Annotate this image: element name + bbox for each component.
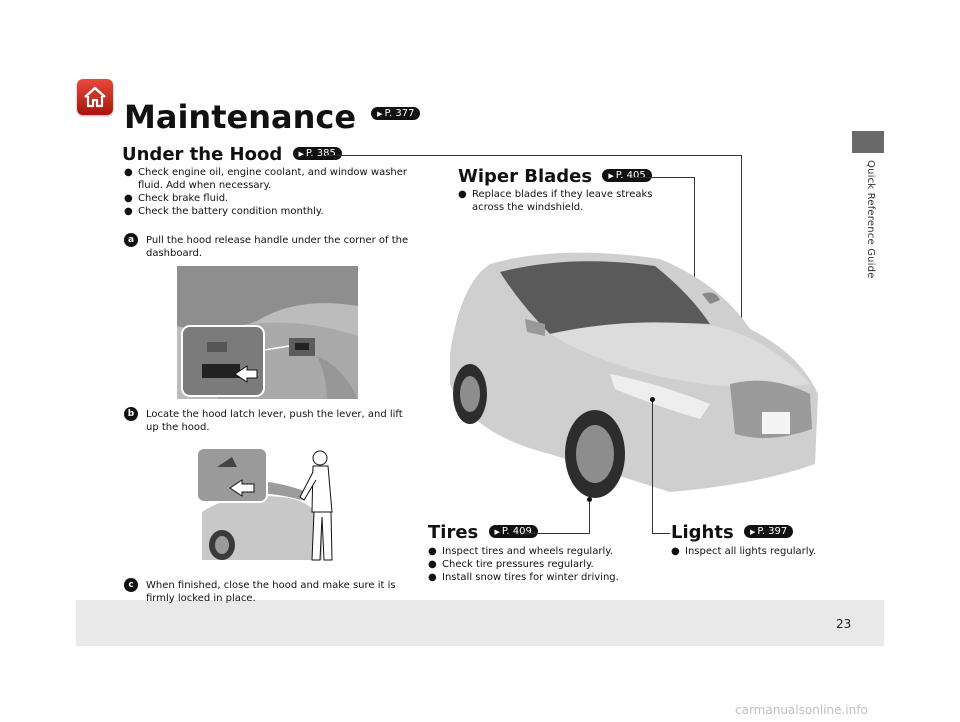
section-tab-marker xyxy=(852,131,884,153)
footer-band xyxy=(76,600,884,646)
wiper-leader-drop xyxy=(694,177,695,325)
page-title-text: Maintenance xyxy=(124,98,357,136)
tires-bullet: Check tire pressures regularly. xyxy=(428,558,658,571)
lights-heading-text: Lights xyxy=(671,522,734,543)
tires-leader-drop xyxy=(589,500,590,534)
under-hood-heading-text: Under the Hood xyxy=(122,144,283,165)
wiper-bullet: Replace blades if they leave streaks acr… xyxy=(458,188,668,214)
lights-ref-link[interactable]: P. 397 xyxy=(743,524,794,538)
lights-bullet: Inspect all lights regularly. xyxy=(671,545,841,558)
step-2-text: Locate the hood latch lever, push the le… xyxy=(146,409,403,433)
lights-leader-line xyxy=(652,533,670,534)
tires-leader-line xyxy=(525,533,590,534)
wiper-heading-text: Wiper Blades xyxy=(458,166,593,187)
under-hood-leader-drop xyxy=(741,155,742,347)
step-1: a Pull the hood release handle under the… xyxy=(124,233,414,260)
tires-heading-text: Tires xyxy=(428,522,479,543)
wiper-ref-link[interactable]: P. 405 xyxy=(602,168,652,182)
under-hood-bullet: Check brake fluid. xyxy=(124,192,419,205)
title-page-ref-link[interactable]: P. 377 xyxy=(371,106,421,120)
page-title: Maintenance P. 377 xyxy=(124,98,421,136)
under-hood-bullets: Check engine oil, engine coolant, and wi… xyxy=(124,166,419,218)
tires-bullet: Inspect tires and wheels regularly. xyxy=(428,545,658,558)
section-side-label: Quick Reference Guide xyxy=(865,160,876,279)
page-number: 23 xyxy=(836,617,852,631)
wiper-leader-line xyxy=(632,177,695,178)
wiper-bullets: Replace blades if they leave streaks acr… xyxy=(458,188,668,214)
step-2: b Locate the hood latch lever, push the … xyxy=(124,407,414,434)
tires-bullets: Inspect tires and wheels regularly. Chec… xyxy=(428,545,658,584)
lights-bullets: Inspect all lights regularly. xyxy=(671,545,841,558)
under-hood-bullet: Check engine oil, engine coolant, and wi… xyxy=(124,166,419,192)
hood-release-photo xyxy=(177,266,358,399)
under-hood-bullet: Check the battery condition monthly. xyxy=(124,205,419,218)
step-1-marker: a xyxy=(124,233,138,247)
under-hood-ref-link[interactable]: P. 385 xyxy=(292,146,342,160)
tires-heading: Tires P. 409 xyxy=(428,522,538,543)
watermark: carmanualsonline.info xyxy=(735,703,868,717)
home-icon xyxy=(84,86,106,108)
light-pointer-dot xyxy=(650,397,655,402)
hood-latch-photo xyxy=(192,442,364,568)
home-button[interactable] xyxy=(77,79,113,115)
tires-ref-link[interactable]: P. 409 xyxy=(488,524,538,538)
wiper-heading: Wiper Blades P. 405 xyxy=(458,166,652,187)
step-3: c When finished, close the hood and make… xyxy=(124,578,414,605)
step-3-marker: c xyxy=(124,578,138,592)
step-3-text: When finished, close the hood and make s… xyxy=(146,580,396,604)
under-hood-heading: Under the Hood P. 385 xyxy=(122,144,342,165)
lights-leader-drop xyxy=(652,400,653,534)
suv-photo xyxy=(430,244,822,506)
tires-bullet: Install snow tires for winter driving. xyxy=(428,571,658,584)
lights-heading: Lights P. 397 xyxy=(671,522,794,543)
step-2-marker: b xyxy=(124,407,138,421)
tire-pointer-dot xyxy=(587,497,592,502)
under-hood-leader-line xyxy=(326,155,742,156)
step-1-text: Pull the hood release handle under the c… xyxy=(146,235,409,259)
